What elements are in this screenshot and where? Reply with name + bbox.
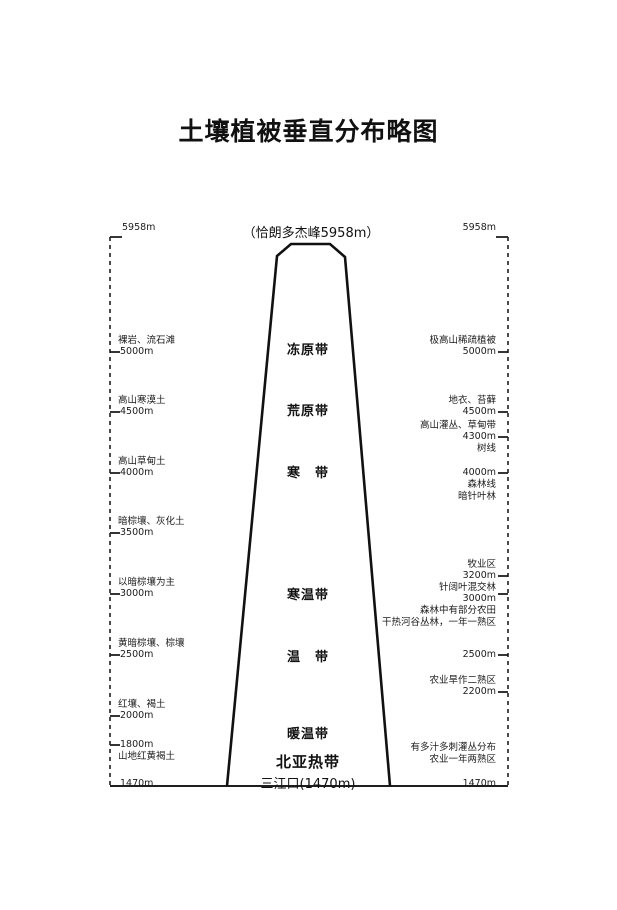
zone-label-tundra: 冻原带 <box>286 343 330 358</box>
left-soil-4500: 高山寒漠土 <box>118 395 166 406</box>
left-elevation-2000: 2000m <box>120 710 154 721</box>
right-elevation-4300: 4300m <box>462 431 496 442</box>
right-axis-ticks <box>496 236 508 787</box>
left-soil-5000: 裸岩、流石滩 <box>118 335 176 346</box>
right-note-3000: 针阔叶混交林 <box>438 582 496 593</box>
right-elevation-4500: 4500m <box>462 406 496 417</box>
zone-label-north-subtropical: 北亚热带 <box>275 753 341 771</box>
left-axis-ticks <box>110 236 122 787</box>
left-soil-3000: 以暗棕壤为主 <box>118 577 176 588</box>
right-elevation-2200: 2200m <box>462 686 496 697</box>
zone-label-cold-temperate: 寒温带 <box>286 588 330 603</box>
left-elevation-3000: 3000m <box>120 588 154 599</box>
left-elevation-5000: 5000m <box>120 346 154 357</box>
right-note-treeline: 树线 <box>476 443 496 454</box>
left-soil-2500: 黄暗棕壤、棕壤 <box>118 638 185 649</box>
zone-label-barren: 荒原带 <box>286 404 330 419</box>
right-note-double-harvest: 农业一年两熟区 <box>429 754 496 765</box>
right-elevation-1470: 1470m <box>462 778 496 789</box>
zone-label-temperate: 温 带 <box>286 650 330 665</box>
right-elevation-4000: 4000m <box>462 467 496 478</box>
left-elevation-4000: 4000m <box>120 467 154 478</box>
zone-label-frigid: 寒 带 <box>286 466 330 481</box>
peak-label: （恰朗多杰峰5958m） <box>242 226 380 241</box>
left-elevation-5958: 5958m <box>122 222 156 233</box>
left-elevation-1470: 1470m <box>120 778 154 789</box>
left-soil-1800: 山地红黄褐土 <box>118 751 176 762</box>
page-title: 土壤植被垂直分布略图 <box>178 117 439 146</box>
right-note-forestline: 森林线 <box>467 479 496 490</box>
left-elevation-2500: 2500m <box>120 649 154 660</box>
right-note-succulent-shrub: 有多汁多刺灌丛分布 <box>410 742 496 753</box>
right-elevation-3000: 3000m <box>462 593 496 604</box>
right-note-2200: 农业旱作二熟区 <box>429 675 496 686</box>
right-note-dry-valley: 干热河谷丛林，一年一熟区 <box>381 617 496 628</box>
mountain-outline <box>225 242 392 787</box>
left-soil-4000: 高山草甸土 <box>118 456 166 467</box>
right-note-5000: 极高山稀疏植被 <box>429 335 496 346</box>
base-label: 三江口(1470m) <box>260 777 356 792</box>
left-soil-3500: 暗棕壤、灰化土 <box>118 516 185 527</box>
right-elevation-3200: 3200m <box>462 570 496 581</box>
left-elevation-1800: 1800m <box>120 739 154 750</box>
zone-label-warm-temperate: 暖温带 <box>286 727 330 742</box>
right-note-dark-conifer: 暗针叶林 <box>457 491 496 502</box>
right-note-4300: 高山灌丛、草甸带 <box>419 420 496 431</box>
right-note-4500: 地衣、苔藓 <box>448 395 496 406</box>
right-elevation-5958: 5958m <box>462 222 496 233</box>
left-elevation-4500: 4500m <box>120 406 154 417</box>
right-elevation-2500: 2500m <box>462 649 496 660</box>
left-elevation-3500: 3500m <box>120 527 154 538</box>
left-soil-2000: 红壤、褐土 <box>118 699 166 710</box>
right-note-3200: 牧业区 <box>467 559 496 570</box>
right-note-farmland: 森林中有部分农田 <box>419 605 496 616</box>
right-elevation-5000: 5000m <box>462 346 496 357</box>
